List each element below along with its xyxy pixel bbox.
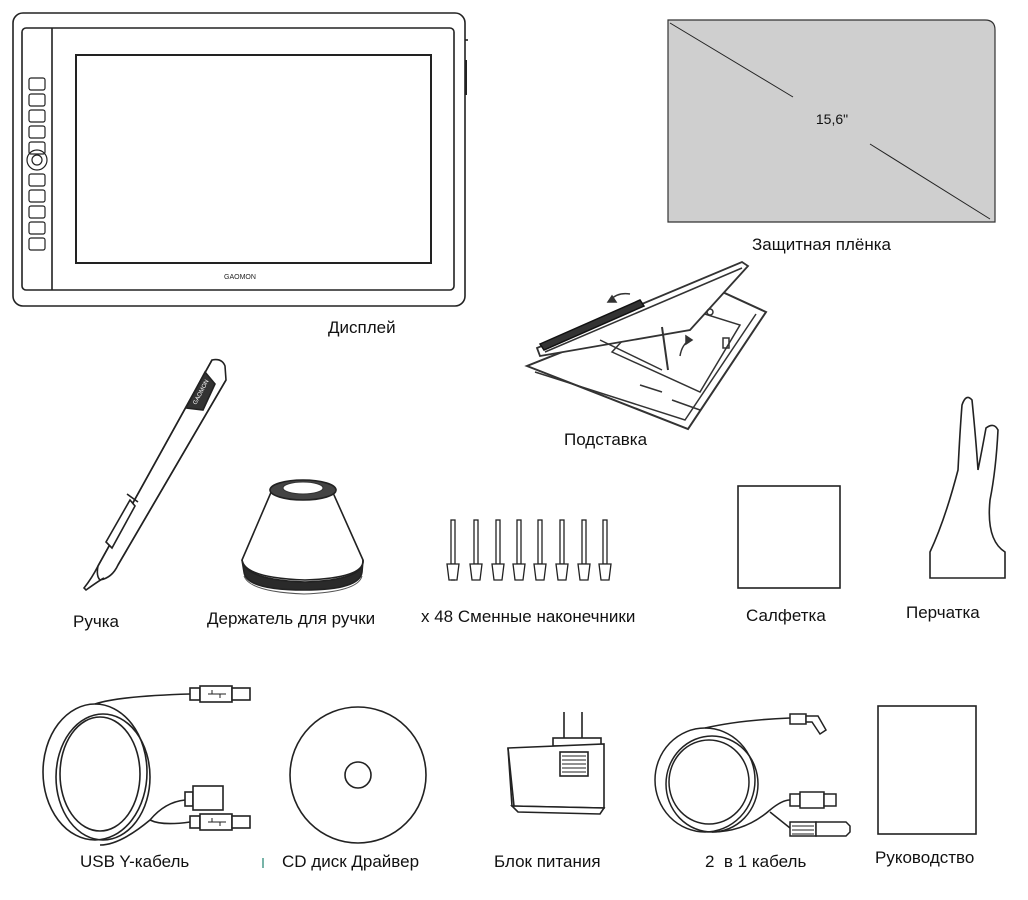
- protective-film-drawing: [667, 19, 996, 223]
- manual-label: Руководство: [875, 848, 975, 867]
- usb-y-cable-label: USB Y-кабель: [80, 852, 190, 871]
- usb-y-cable-drawing: [42, 685, 251, 846]
- glove-label: Перчатка: [906, 603, 980, 622]
- display-brand-logo: GAOMON: [224, 274, 256, 281]
- power-label: Блок питания: [494, 852, 601, 871]
- pen-holder-drawing: [241, 479, 364, 595]
- cloth-label: Салфетка: [746, 606, 826, 625]
- pen-drawing: [82, 358, 227, 592]
- stand-drawing: [524, 260, 768, 431]
- manual-drawing: [877, 705, 977, 835]
- cd-disc-drawing: [289, 706, 427, 844]
- usb-icon: [208, 690, 226, 826]
- display-tablet-drawing: [12, 12, 468, 307]
- replacement-nibs-drawing: [446, 519, 612, 581]
- display-label: Дисплей: [328, 318, 396, 337]
- two-in-one-cable-label: 2 в 1 кабель: [705, 852, 807, 871]
- cleaning-cloth-drawing: [737, 485, 841, 589]
- film-size-text: 15,6": [816, 111, 848, 127]
- nibs-label: x 48 Сменные наконечники: [421, 607, 636, 626]
- two-in-one-cable-drawing: [654, 713, 851, 837]
- film-label: Защитная плёнка: [752, 235, 891, 254]
- glove-drawing: [929, 396, 1006, 579]
- cd-label: CD диск Драйвер: [282, 852, 420, 871]
- pen-holder-label: Держатель для ручки: [207, 609, 376, 628]
- pen-label: Ручка: [73, 612, 119, 631]
- stand-label: Подставка: [564, 430, 648, 449]
- power-adapter-drawing: [507, 712, 606, 815]
